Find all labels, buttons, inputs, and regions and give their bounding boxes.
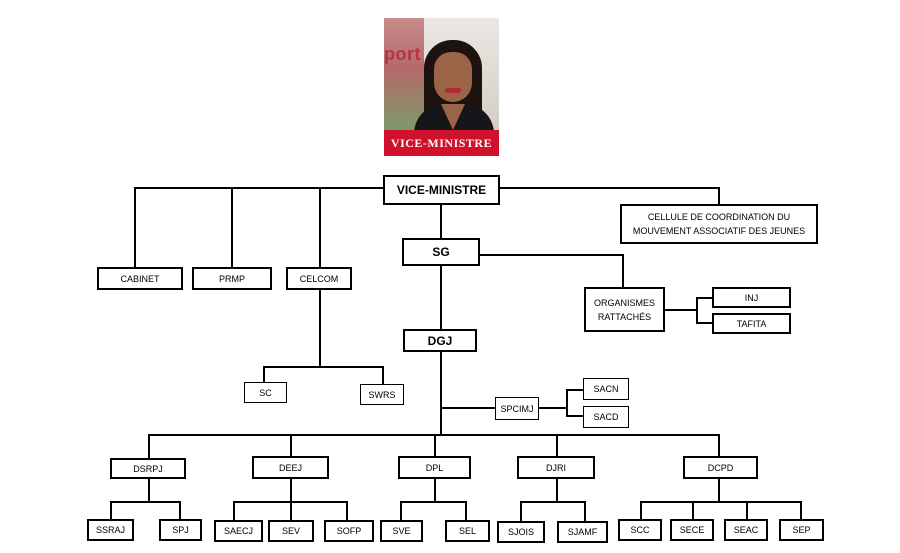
connector <box>480 254 624 256</box>
node-dcpd: DCPD <box>683 456 758 479</box>
connector <box>718 187 720 204</box>
vice-ministre-portrait: port VICE-MINISTRE <box>384 18 499 156</box>
node-sjamf: SJAMF <box>557 521 608 543</box>
node-cabinet: CABINET <box>97 267 183 290</box>
node-dpl: DPL <box>398 456 471 479</box>
node-sve: SVE <box>380 520 423 542</box>
connector <box>566 415 583 417</box>
connector <box>440 205 442 238</box>
connector <box>520 501 522 521</box>
connector <box>319 187 321 267</box>
connector <box>696 297 698 324</box>
node-sep: SEP <box>779 519 824 541</box>
node-sacn: SACN <box>583 378 629 400</box>
connector <box>110 501 181 503</box>
node-spj: SPJ <box>159 519 202 541</box>
connector <box>134 187 383 189</box>
node-vice-ministre: VICE-MINISTRE <box>383 175 500 205</box>
connector <box>640 501 642 519</box>
connector <box>382 366 384 384</box>
node-celcom: CELCOM <box>286 267 352 290</box>
connector <box>400 501 402 520</box>
node-sev: SEV <box>268 520 314 542</box>
node-inj: INJ <box>712 287 791 308</box>
connector <box>110 501 112 519</box>
connector <box>556 479 558 502</box>
node-spcimj: SPCIMJ <box>495 397 539 420</box>
connector <box>290 479 292 502</box>
connector <box>440 266 442 329</box>
connector <box>263 366 384 368</box>
connector <box>746 501 748 519</box>
node-sofp: SOFP <box>324 520 374 542</box>
connector <box>400 501 467 503</box>
connector <box>696 322 712 324</box>
portrait-lips <box>445 88 461 93</box>
connector <box>692 501 694 519</box>
connector <box>134 187 136 267</box>
connector <box>346 501 348 520</box>
node-swrs: SWRS <box>360 384 404 405</box>
node-deej: DEEJ <box>252 456 329 479</box>
connector <box>566 389 583 391</box>
node-tafita: TAFITA <box>712 313 791 334</box>
node-scc: SCC <box>618 519 662 541</box>
portrait-banner: VICE-MINISTRE <box>384 130 499 156</box>
connector <box>622 254 624 287</box>
portrait-backdrop <box>384 18 424 130</box>
connector <box>319 290 321 367</box>
connector <box>179 501 181 519</box>
node-djri: DJRI <box>517 456 595 479</box>
node-saecj: SAECJ <box>214 520 263 542</box>
node-sel: SEL <box>445 520 490 542</box>
portrait-face <box>434 52 472 102</box>
node-sjois: SJOIS <box>497 521 545 543</box>
node-dsrpj: DSRPJ <box>110 458 186 479</box>
node-organismes-rattaches: ORGANISMES RATTACHÉS <box>584 287 665 332</box>
connector <box>231 187 233 267</box>
node-prmp: PRMP <box>192 267 272 290</box>
connector <box>800 501 802 519</box>
connector <box>584 501 586 521</box>
connector <box>566 389 568 417</box>
connector <box>520 501 586 503</box>
connector <box>434 479 436 502</box>
connector <box>233 501 235 520</box>
node-sc: SC <box>244 382 287 403</box>
connector <box>440 407 495 409</box>
connector <box>500 187 720 189</box>
connector <box>465 501 467 520</box>
connector <box>665 309 698 311</box>
node-dgj: DGJ <box>403 329 477 352</box>
connector <box>440 352 442 436</box>
connector <box>556 434 558 456</box>
connector <box>434 434 436 456</box>
portrait-backdrop-text: port <box>384 44 421 64</box>
connector <box>263 366 265 382</box>
node-sece: SECE <box>670 519 714 541</box>
connector <box>640 501 802 503</box>
node-ssraj: SSRAJ <box>87 519 134 541</box>
connector <box>148 479 150 502</box>
connector <box>539 407 568 409</box>
connector <box>148 434 150 458</box>
connector <box>290 434 292 456</box>
connector <box>718 434 720 456</box>
connector <box>718 479 720 502</box>
node-seac: SEAC <box>724 519 768 541</box>
node-sacd: SACD <box>583 406 629 428</box>
node-cellule-coordination: CELLULE DE COORDINATION DU MOUVEMENT ASS… <box>620 204 818 244</box>
connector <box>696 297 712 299</box>
connector <box>290 501 292 520</box>
node-sg: SG <box>402 238 480 266</box>
